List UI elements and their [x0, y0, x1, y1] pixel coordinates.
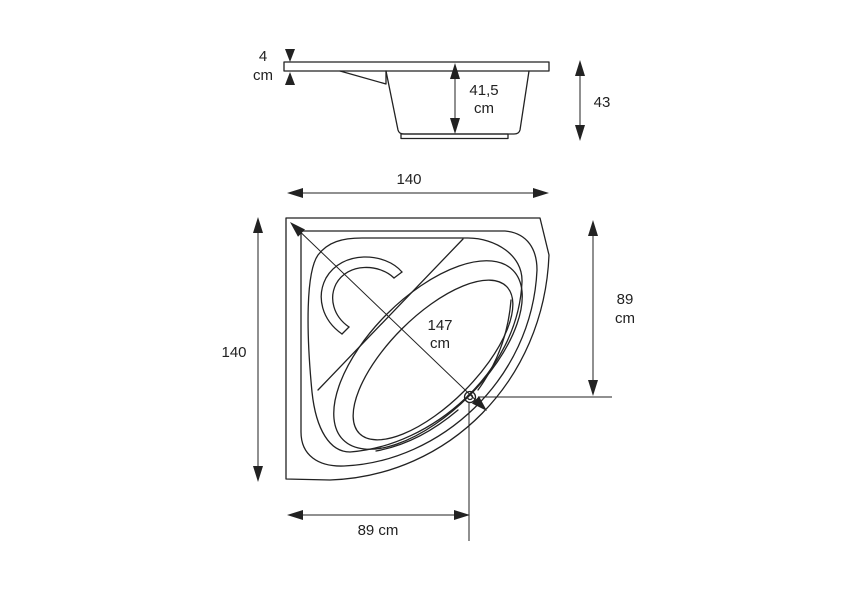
rim-arrow-top: [285, 49, 295, 62]
side-apron: [339, 70, 387, 85]
drain-right-arrow-top: [588, 220, 598, 236]
width-arrow-right: [533, 188, 549, 198]
headrest-inner: [332, 266, 395, 328]
front-wall-line-upper: [477, 299, 512, 391]
diagonal-unit: cm: [430, 335, 450, 352]
drain-bottom-dimension: 89 cm: [287, 510, 470, 539]
width-value: 140: [396, 171, 421, 188]
drain-inner-ring: [466, 393, 474, 401]
depth-arrow-bottom: [253, 466, 263, 482]
headrest-ends: [341, 271, 403, 335]
top-view: 140 140 147 cm 89: [221, 171, 635, 541]
headrest: [320, 256, 403, 335]
width-arrow-left: [287, 188, 303, 198]
total-height-arrow-top: [575, 60, 585, 76]
rim-thickness-unit: cm: [253, 67, 273, 84]
rim-thickness-dimension: 4 cm: [253, 48, 295, 85]
drain-right-arrow-bottom: [588, 380, 598, 396]
drain-right-unit: cm: [615, 310, 635, 327]
diagonal-dimension: 147 cm: [290, 222, 487, 411]
drain: [463, 390, 477, 404]
basin-depth-value: 41,5: [469, 82, 498, 99]
basin-depth-arrow-top: [450, 63, 460, 79]
side-view: 4 cm 41,5 cm 43: [253, 48, 610, 141]
drain-bottom-label: 89 cm: [358, 522, 399, 539]
side-rim: [283, 61, 550, 72]
depth-dimension: 140: [221, 217, 263, 482]
depth-arrow-top: [253, 217, 263, 233]
basin-depth-dimension: 41,5 cm: [450, 63, 499, 134]
total-height-dimension: 43: [575, 60, 610, 141]
front-wall-line-lower: [375, 409, 459, 452]
drain-right-value: 89: [617, 291, 634, 308]
drain-right-dimension: 89 cm: [588, 220, 635, 396]
diagonal-line: [291, 223, 486, 410]
depth-value: 140: [221, 344, 246, 361]
side-base: [400, 133, 509, 140]
width-dimension: 140: [287, 171, 549, 198]
basin-depth-arrow-bottom: [450, 118, 460, 134]
rim-arrow-bottom: [285, 72, 295, 85]
headrest-outer: [320, 256, 403, 335]
diagonal-value: 147: [427, 317, 452, 334]
total-height-value: 43: [594, 94, 611, 111]
diagonal-arrow-end: [472, 396, 487, 411]
basin-outer: [333, 260, 523, 450]
drain-bottom-arrow-right: [454, 510, 470, 520]
basin-floor: [352, 279, 514, 441]
basin-depth-unit: cm: [474, 100, 494, 117]
total-height-arrow-bottom: [575, 125, 585, 141]
diagonal-arrow-start: [290, 222, 305, 237]
drain-outer-ring: [463, 390, 477, 404]
seat-edge-line: [317, 238, 464, 391]
tub-outer-outline: [285, 217, 550, 481]
drain-bottom-arrow-left: [287, 510, 303, 520]
rim-thickness-value: 4: [259, 48, 267, 65]
